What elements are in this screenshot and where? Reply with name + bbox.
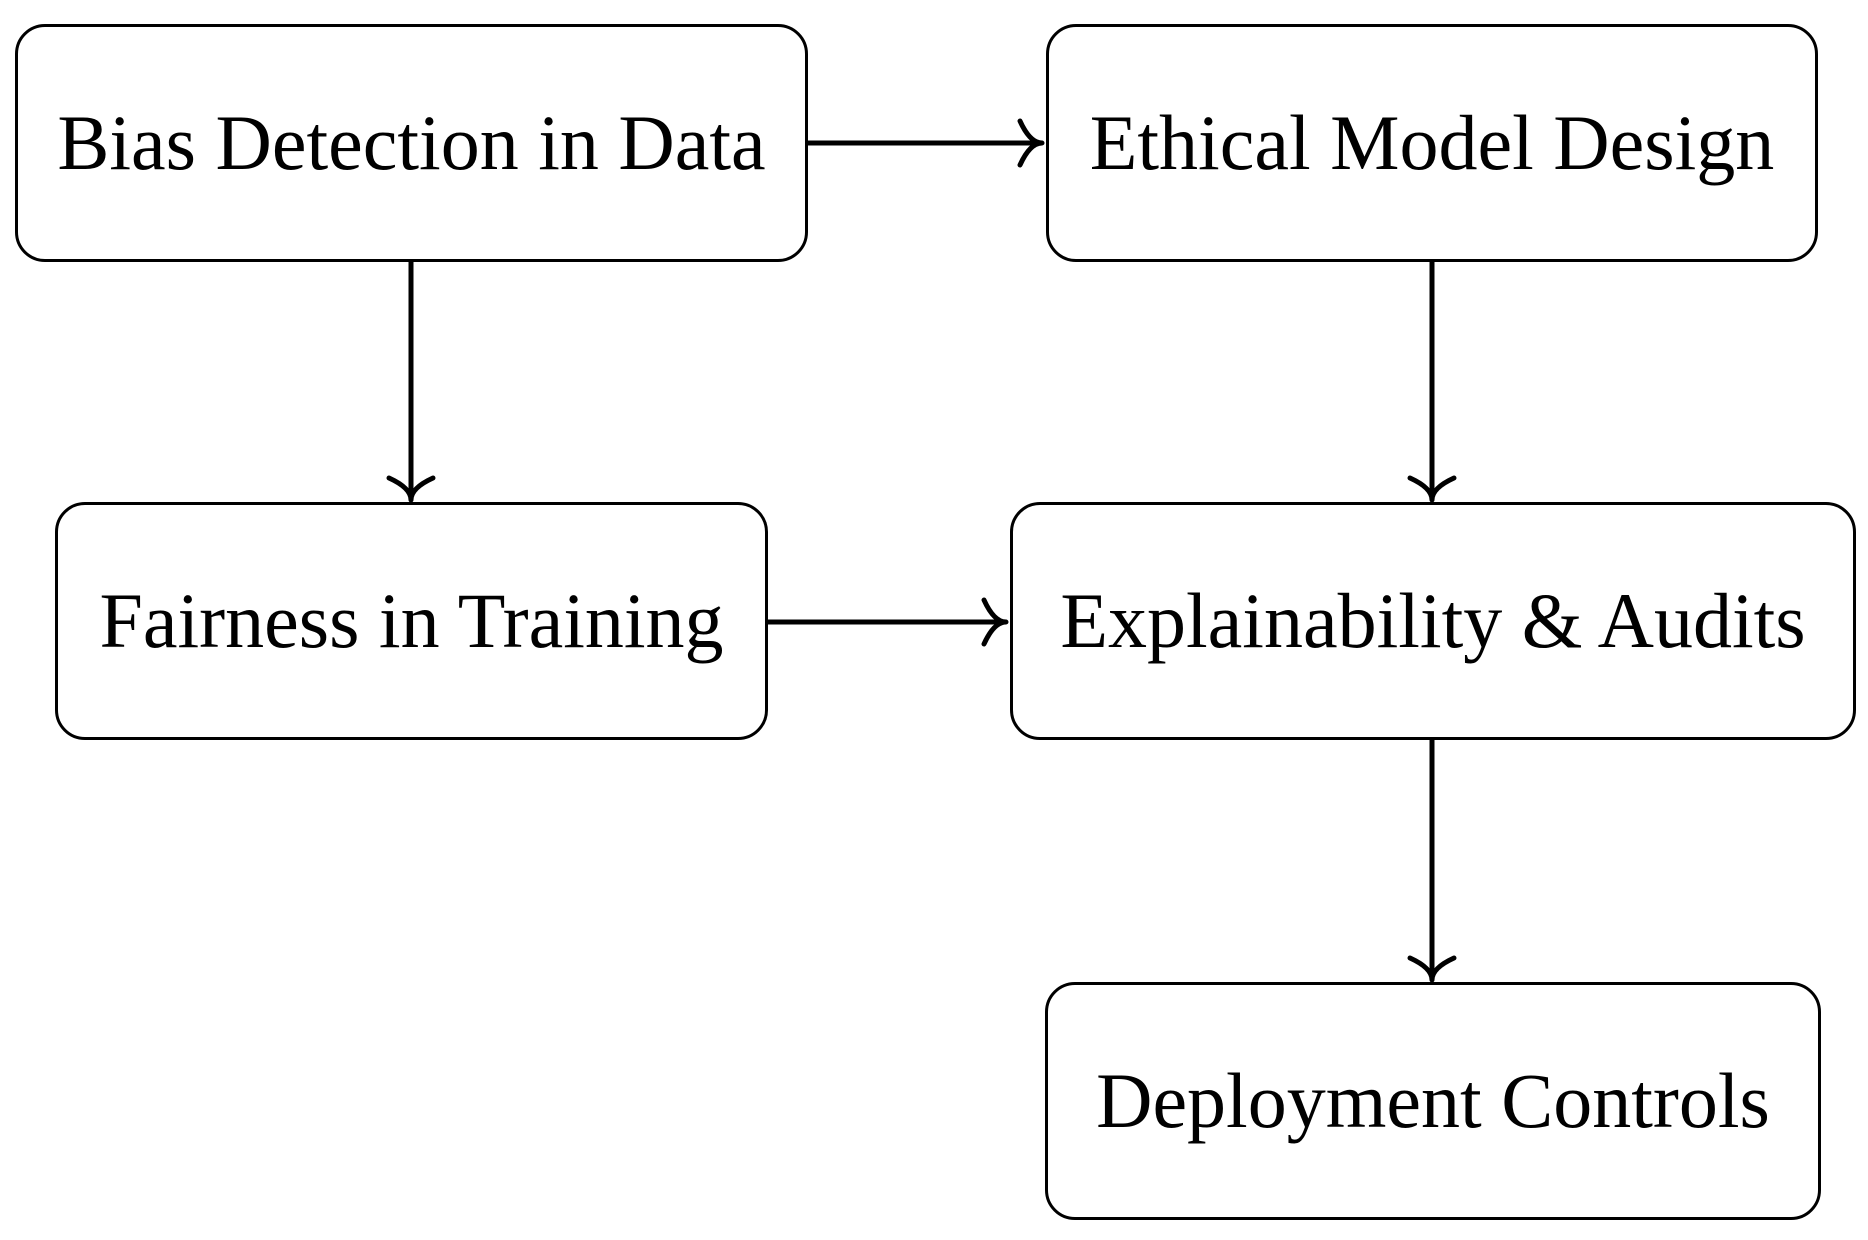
node-ethical-model-design: Ethical Model Design xyxy=(1046,24,1818,262)
node-explainability-audits-label: Explainability & Audits xyxy=(1060,577,1806,664)
node-deployment-controls-label: Deployment Controls xyxy=(1096,1057,1770,1144)
node-ethical-model-design-label: Ethical Model Design xyxy=(1089,99,1775,186)
edge-fairness-to-explain xyxy=(768,597,1009,647)
edge-bias-to-ethical xyxy=(808,118,1045,168)
node-fairness-in-training: Fairness in Training xyxy=(55,502,768,740)
node-bias-detection-label: Bias Detection in Data xyxy=(57,99,766,186)
node-deployment-controls: Deployment Controls xyxy=(1045,982,1821,1220)
edge-ethical-to-explain xyxy=(1407,262,1457,503)
node-explainability-audits: Explainability & Audits xyxy=(1010,502,1856,740)
edge-explain-to-deploy xyxy=(1407,740,1457,983)
node-bias-detection: Bias Detection in Data xyxy=(15,24,808,262)
node-fairness-in-training-label: Fairness in Training xyxy=(99,577,724,664)
edge-bias-to-fairness xyxy=(386,262,436,503)
